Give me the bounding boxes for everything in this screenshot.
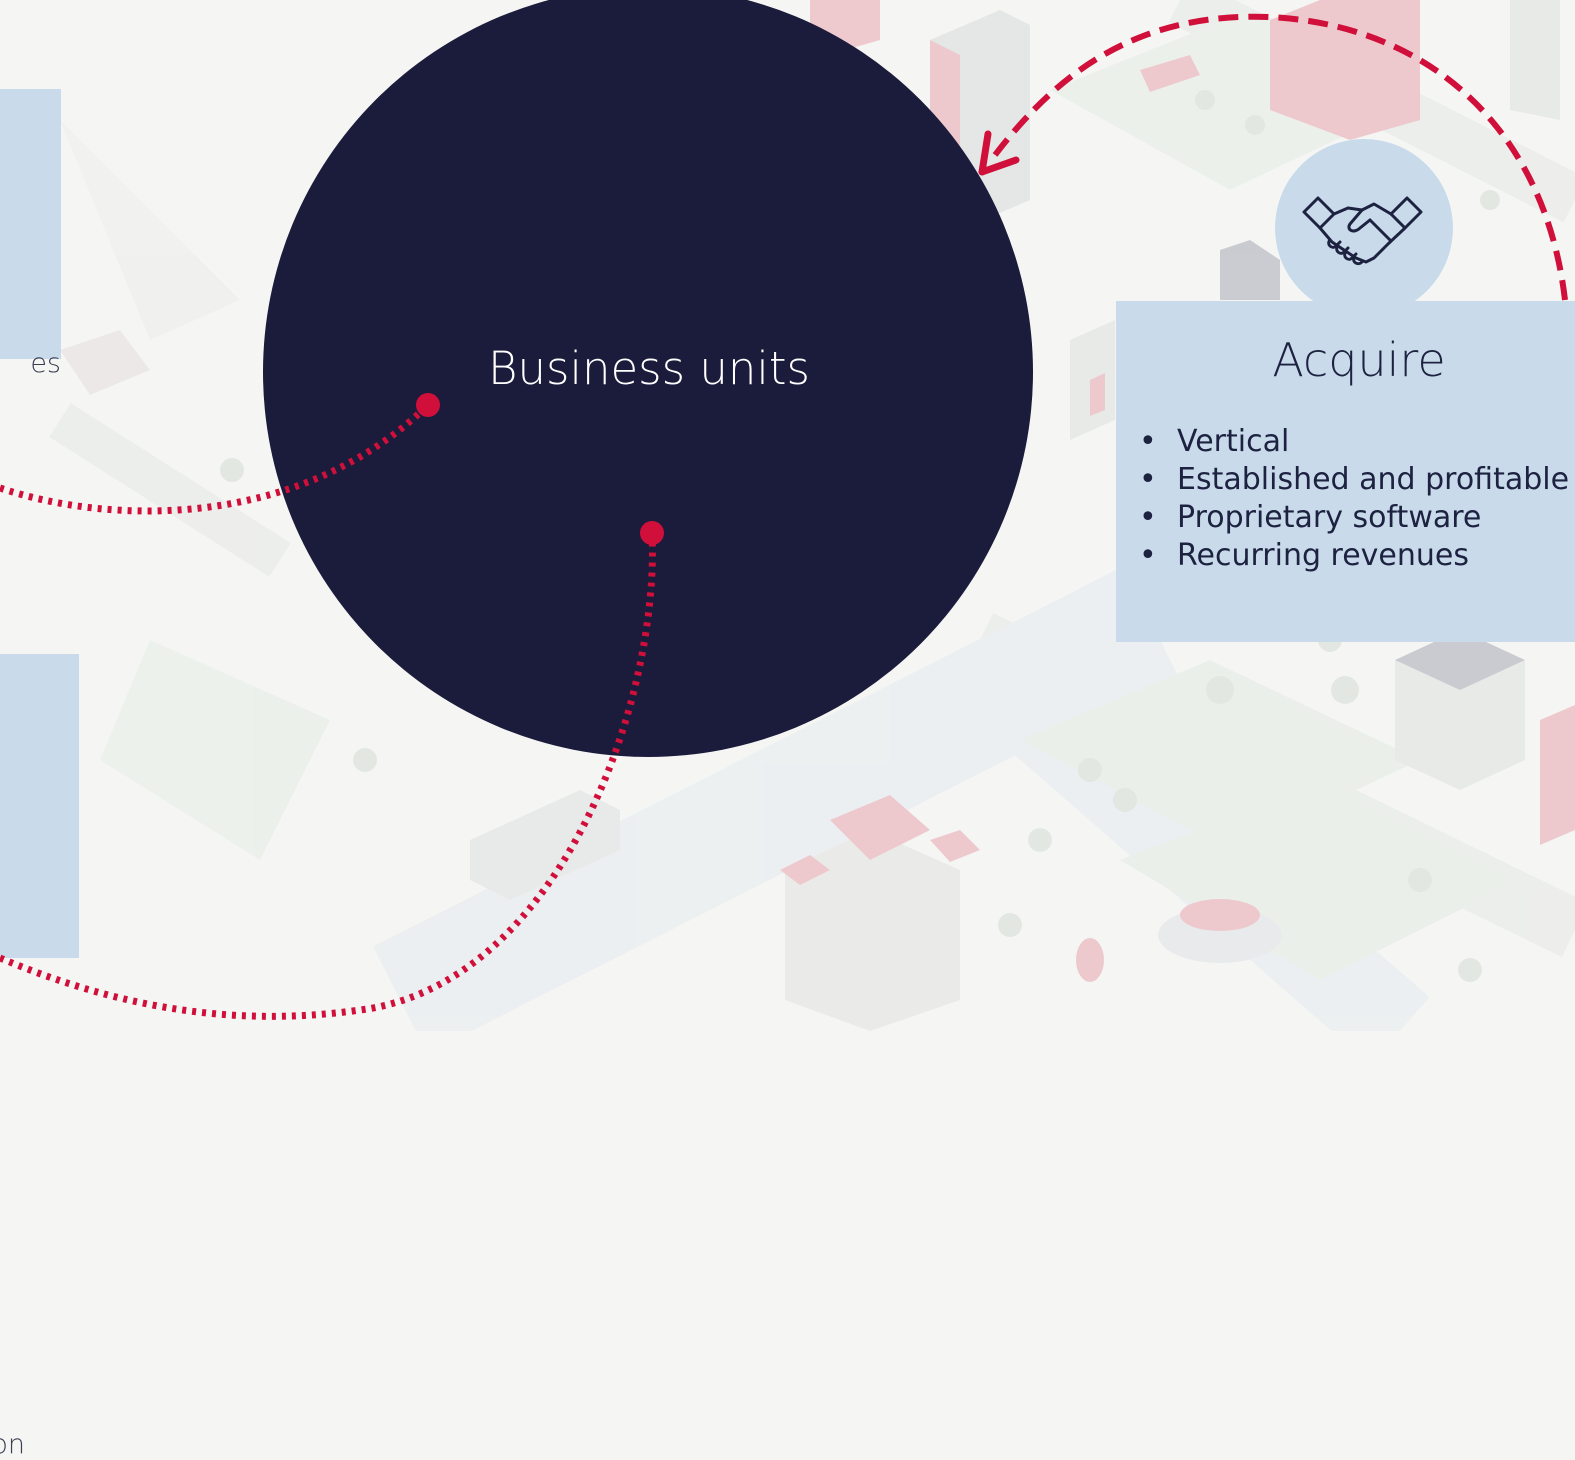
acquire-criteria-item: Established and profitable (1137, 461, 1569, 499)
handshake-icon (1302, 196, 1423, 266)
acquire-criteria-item: Recurring revenues (1137, 537, 1569, 575)
left-card-bottom-text: on (0, 1429, 25, 1460)
acquire-criteria-item: Vertical (1137, 423, 1569, 461)
left-card-top-text: es (30, 348, 61, 379)
business-units-label: Business units (488, 342, 810, 395)
acquire-title: Acquire (1272, 333, 1446, 387)
acquire-criteria-item: Proprietary software (1137, 499, 1569, 537)
left-card-top: es (0, 89, 61, 379)
acquire-criteria-list: Vertical Established and profitable Prop… (1137, 423, 1569, 575)
left-card-bottom: on (0, 654, 79, 1460)
